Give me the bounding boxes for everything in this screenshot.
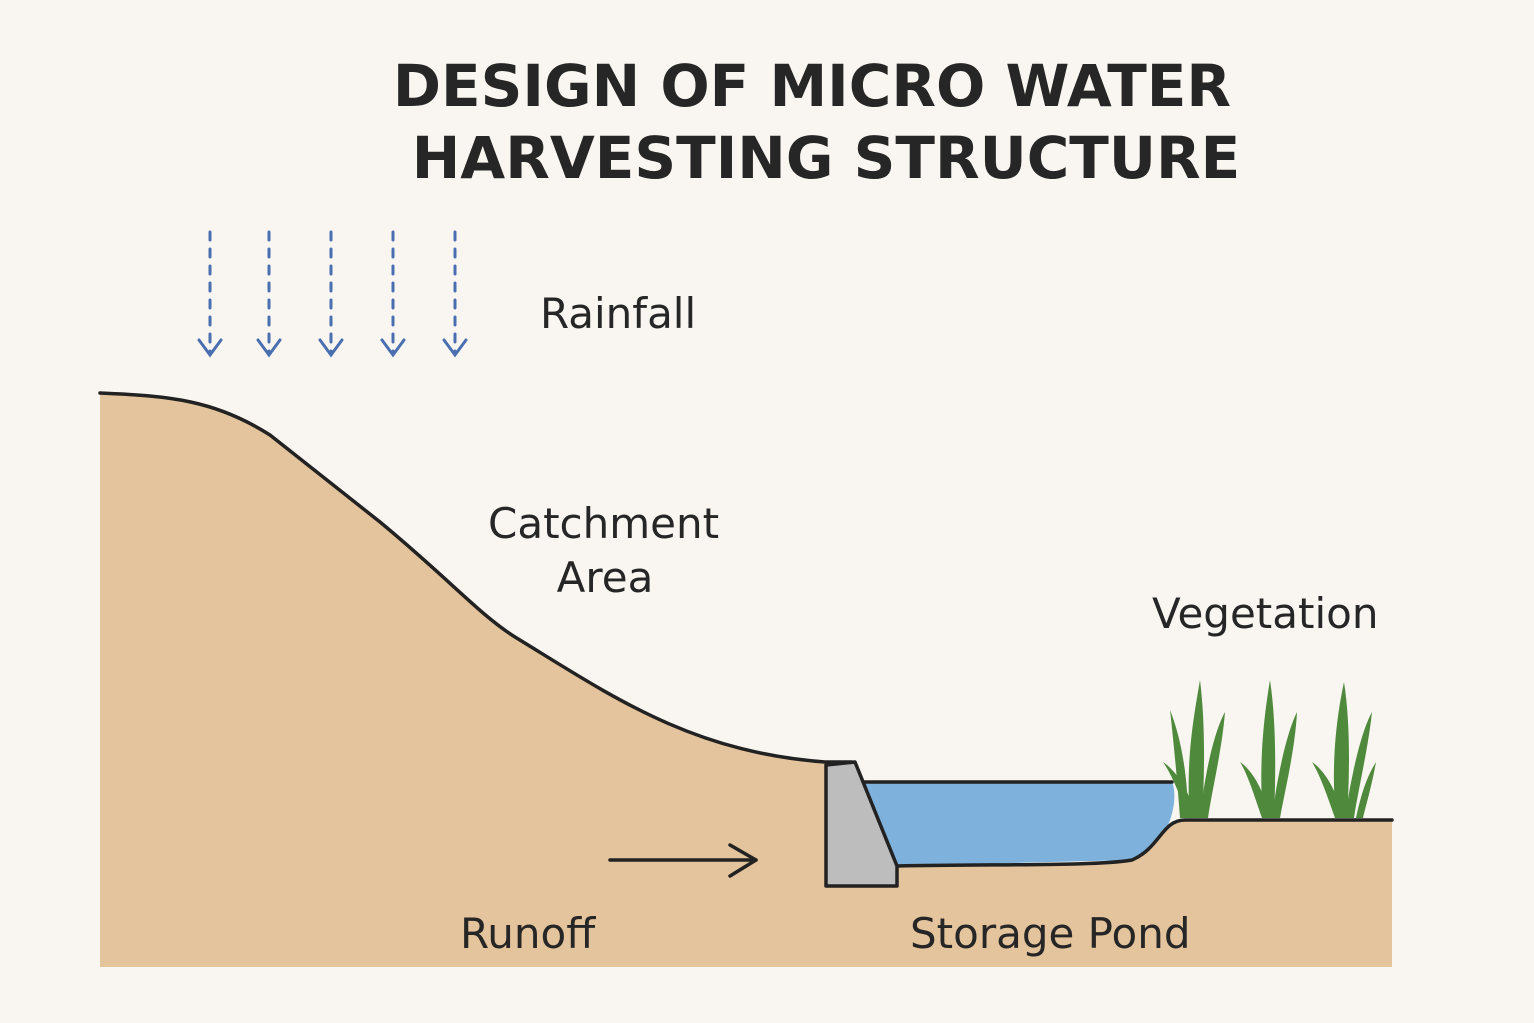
storage-pond-label: Storage Pond: [910, 909, 1191, 958]
storage-pond-water: [862, 782, 1175, 866]
check-dam: [824, 760, 899, 888]
rain-arrow-icon: [380, 230, 406, 358]
runoff-label: Runoff: [460, 909, 596, 958]
catchment-label-line-1: Catchment: [488, 499, 719, 548]
rainfall-arrows: [197, 230, 468, 358]
plant-icon: [1240, 680, 1297, 818]
catchment-label-line-2: Area: [557, 553, 654, 602]
title-line-1: DESIGN OF MICRO WATER: [393, 52, 1231, 120]
runoff-arrow-icon: [608, 843, 758, 878]
vegetation-plants: [1163, 680, 1376, 818]
terrain-outline: [98, 391, 1394, 868]
vegetation-label: Vegetation: [1152, 589, 1378, 638]
rain-arrow-icon: [256, 230, 282, 358]
rain-arrow-icon: [442, 230, 468, 358]
rain-arrow-icon: [197, 230, 223, 358]
plant-icon: [1312, 682, 1376, 818]
title-line-2: HARVESTING STRUCTURE: [412, 124, 1240, 192]
rain-arrow-icon: [318, 230, 344, 358]
rainfall-label: Rainfall: [540, 289, 696, 338]
soil-terrain: [100, 393, 1392, 967]
plant-icon: [1163, 680, 1225, 818]
